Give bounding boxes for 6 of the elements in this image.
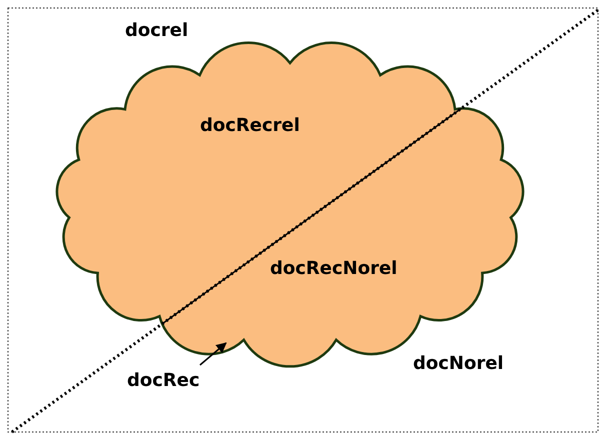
set-label: docRec: [127, 370, 200, 391]
region-label: docrel: [125, 20, 188, 41]
region-label: docNorel: [413, 353, 504, 374]
leader-arrow: [200, 342, 227, 366]
region-label: docRecNorel: [270, 258, 398, 279]
region-label: docRecrel: [200, 115, 300, 136]
